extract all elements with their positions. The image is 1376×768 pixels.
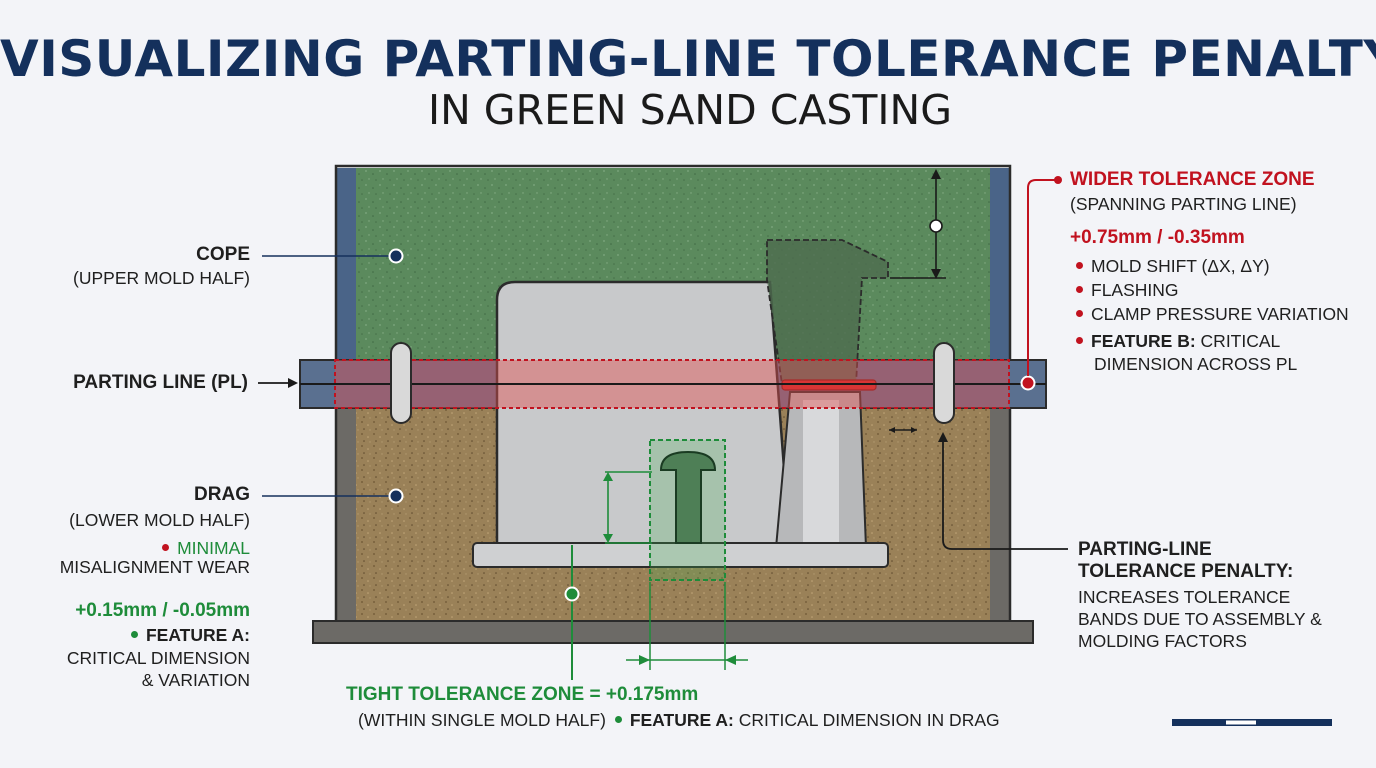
penalty-title-line1: PARTING-LINE [1078, 539, 1212, 560]
wide-zone-title: WIDER TOLERANCE ZONE [1070, 169, 1315, 190]
wide-zone-bullet-1: MOLD SHIFT (ΔX, ΔY) [1076, 256, 1270, 276]
flask-right-upper [990, 168, 1010, 363]
alignment-pin-left [390, 342, 412, 424]
penalty-title-line2: TOLERANCE PENALTY: [1078, 561, 1294, 582]
flask-left-upper [336, 168, 356, 363]
wide-zone-bullet-2: FLASHING [1076, 280, 1179, 300]
penalty-desc-line2: BANDS DUE TO ASSEMBLY & [1078, 609, 1322, 629]
drag-tolerance: +0.15mm / -0.05mm [75, 600, 250, 621]
cope-label: COPE [196, 244, 250, 265]
drag-label: DRAG [194, 484, 250, 505]
penalty-desc-line3: MOLDING FACTORS [1078, 631, 1247, 651]
page-title: VISUALIZING PARTING-LINE TOLERANCE PENAL… [0, 30, 1376, 88]
alignment-pin-right [933, 342, 955, 424]
tight-zone-subtitle-row: (WITHIN SINGLE MOLD HALF) FEATURE A: CRI… [358, 710, 1000, 730]
bottom-plate [312, 620, 1034, 644]
feature-b-cope [766, 239, 889, 385]
wide-zone-bullet-3: CLAMP PRESSURE VARIATION [1076, 304, 1349, 324]
feature-b-pillar-light [803, 400, 839, 546]
wide-zone-feature-line2: DIMENSION ACROSS PL [1094, 354, 1298, 374]
page-subtitle: IN GREEN SAND CASTING [428, 86, 952, 134]
drag-feature-title-text: FEATURE A: [145, 625, 250, 645]
wide-zone-tolerance: +0.75mm / -0.35mm [1070, 227, 1245, 248]
flask-left-lower [336, 395, 356, 622]
wide-zone-feature-title: FEATURE B: [1091, 331, 1196, 351]
red-bullet-icon [1076, 285, 1083, 293]
wide-zone-bullet-text: FLASHING [1091, 280, 1179, 300]
drag-note: MINIMAL [162, 538, 250, 558]
red-bullet-icon [162, 543, 170, 551]
wide-zone-subtitle: (SPANNING PARTING LINE) [1070, 194, 1297, 214]
feature-a-pin [659, 450, 717, 544]
wide-zone-bullet-text: MOLD SHIFT (ΔX, ΔY) [1091, 256, 1270, 276]
penalty-desc-line1: INCREASES TOLERANCE [1078, 587, 1291, 607]
green-bullet-icon [614, 715, 622, 723]
red-bullet-icon [1076, 336, 1083, 344]
red-bullet-icon [1076, 261, 1083, 269]
wide-zone-feature-line1: CRITICAL [1200, 331, 1281, 351]
drag-feature-line1: CRITICAL DIMENSION [66, 648, 250, 668]
drag-feature-title: FEATURE A: [130, 625, 250, 645]
tight-zone-feature-rest: CRITICAL DIMENSION IN DRAG [738, 710, 1000, 730]
drag-feature-line2: & VARIATION [141, 670, 250, 690]
red-bullet-icon [1076, 309, 1083, 317]
green-bullet-icon [130, 630, 138, 638]
tight-zone-subtitle: (WITHIN SINGLE MOLD HALF) [358, 710, 606, 730]
flask-right-lower [990, 395, 1010, 622]
drag-note-highlight: MINIMAL [177, 538, 250, 558]
cope-desc: (UPPER MOLD HALF) [73, 268, 250, 288]
wide-zone-feature-b: FEATURE B: CRITICAL [1076, 331, 1280, 351]
drag-desc: (LOWER MOLD HALF) [69, 510, 250, 530]
tight-zone-feature-title: FEATURE A: [629, 710, 734, 730]
tight-zone-title: TIGHT TOLERANCE ZONE = +0.175mm [346, 684, 699, 705]
parting-line-label: PARTING LINE (PL) [73, 372, 248, 393]
wide-zone-bullet-text: CLAMP PRESSURE VARIATION [1091, 304, 1349, 324]
casting-body [495, 280, 792, 550]
drag-note-rest: MISALIGNMENT WEAR [59, 557, 250, 577]
